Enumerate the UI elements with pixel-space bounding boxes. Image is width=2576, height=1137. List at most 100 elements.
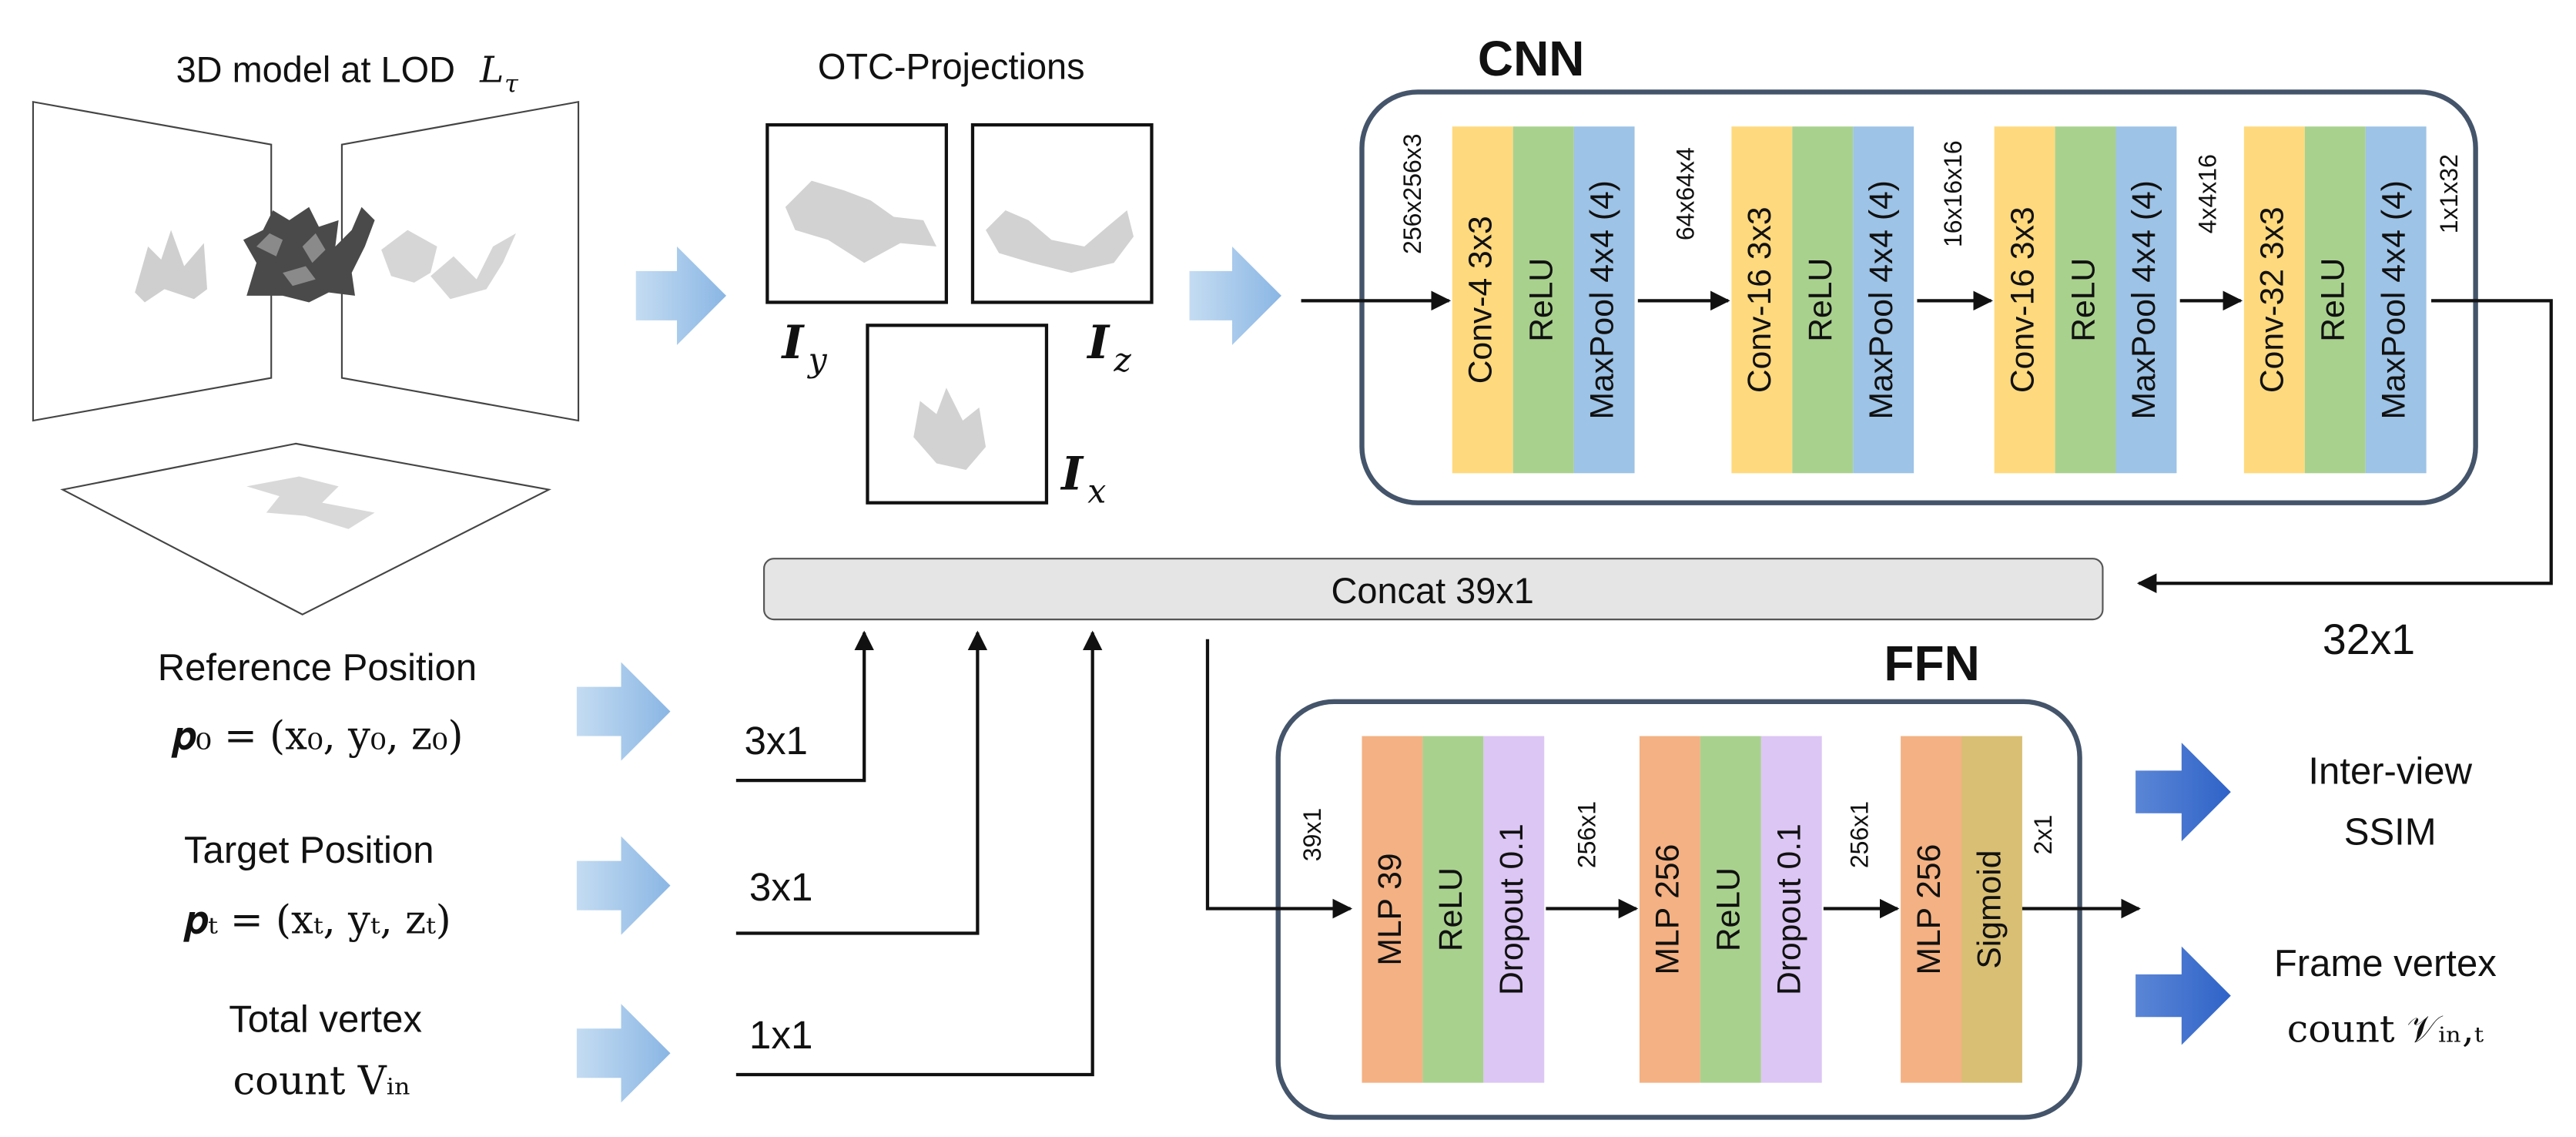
label-ix-sub: x	[1087, 473, 1106, 511]
ffn-title: FFN	[1884, 636, 1979, 691]
output-vertex-line2: count 𝒱ᵢₙ,ₜ	[2287, 1006, 2484, 1051]
ref-connector	[735, 630, 874, 783]
label-iz: I	[1086, 316, 1110, 370]
projection-frame-z	[970, 122, 1154, 304]
label-iy: I	[781, 316, 806, 370]
input-arrow-ref	[576, 662, 671, 761]
lod-subscript: τ	[504, 69, 519, 98]
dragon-shadow-right	[381, 230, 517, 300]
ffn-mlp-layer-2	[1639, 736, 1700, 1083]
cnn-conv-label-4: Conv-32 3x3	[2254, 206, 2291, 393]
cnn-pool-layer-3	[2115, 126, 2177, 474]
vertex-count-title: Total vertex	[229, 998, 422, 1040]
output-arrow-ssim	[2136, 743, 2231, 842]
projection-image-y	[785, 180, 937, 263]
cnn-act-label-1: ReLU	[1522, 258, 1559, 342]
cnn-conv-label-3: Conv-16 3x3	[2004, 206, 2041, 393]
cnn-conv-label-1: Conv-4 3x3	[1462, 216, 1499, 384]
vertex-dim: 1x1	[749, 1013, 813, 1057]
label-ix: I	[1060, 448, 1084, 501]
input-arrow-vertex	[576, 1004, 671, 1103]
cnn-act-label-3: ReLU	[2065, 258, 2102, 342]
ffn-act-label-3: Sigmoid	[1971, 850, 2008, 969]
target-position-formula: 𝒑ₜ = (xₜ, yₜ, zₜ)	[183, 897, 451, 944]
output-ssim-line2: SSIM	[2344, 811, 2437, 853]
label-iy-sub: y	[807, 341, 828, 380]
cnn-title: CNN	[1478, 31, 1585, 86]
cnn-act-layer-3	[2055, 126, 2116, 474]
ffn-act-label-1: ReLU	[1432, 867, 1469, 951]
output-arrow-vertex	[2136, 946, 2231, 1045]
target-connector	[735, 630, 988, 935]
ref-position-title: Reference Position	[158, 647, 477, 689]
ffn-act-layer-3	[1961, 736, 2022, 1083]
cnn-pool-layer-2	[1853, 126, 1914, 474]
cnn-pool-label-4: MaxPool 4x4 (4)	[2375, 180, 2412, 419]
ffn-dim-label-3: 256x1	[1845, 801, 1873, 868]
cnn-act-layer-2	[1792, 126, 1854, 474]
cnn-block	[1359, 89, 2478, 505]
flow-arrow-model-to-otc	[635, 246, 727, 345]
cnn-output-dim: 32x1	[2323, 615, 2415, 663]
dragon-shadow-floor	[246, 476, 375, 529]
concat-to-ffn-connector	[1205, 639, 1353, 919]
cnn-dim-label-3: 16x16x16	[1939, 140, 1967, 247]
ffn-last-layer-1	[1483, 736, 1545, 1083]
cnn-conv-layer-4	[2243, 126, 2305, 474]
label-iz-sub: z	[1113, 341, 1131, 380]
cnn-act-layer-4	[2304, 126, 2366, 474]
cnn-act-label-2: ReLU	[1802, 258, 1839, 342]
projection-planes	[32, 100, 580, 615]
target-dim: 3x1	[749, 865, 813, 909]
flow-arrow-otc-to-cnn	[1189, 246, 1281, 345]
ffn-dim-label-2: 256x1	[1573, 801, 1600, 868]
ffn-act-label-2: ReLU	[1710, 867, 1747, 951]
cnn-dim-label-5: 1x1x32	[2435, 154, 2463, 233]
ref-position-formula: 𝒑₀ = (x₀, y₀, z₀)	[171, 713, 463, 760]
cnn-pool-label-3: MaxPool 4x4 (4)	[2125, 180, 2162, 419]
dragon-3d-model-icon	[243, 206, 375, 303]
vertex-count-formula: count Vᵢₙ	[233, 1058, 411, 1105]
ffn-dim-label-1: 39x1	[1298, 808, 1326, 861]
cnn-output-connector	[2136, 299, 2553, 593]
concat-label: Concat 39x1	[1332, 571, 1534, 611]
ffn-last-label-1: Dropout 0.1	[1493, 823, 1530, 995]
cnn-act-layer-1	[1512, 126, 1574, 474]
input-arrow-target	[576, 836, 671, 935]
cnn-dim-label-2: 64x64x4	[1671, 147, 1699, 240]
ffn-mlp-label-2: MLP 256	[1650, 844, 1687, 975]
cnn-pool-layer-1	[1573, 126, 1635, 474]
cnn-act-label-4: ReLU	[2315, 258, 2352, 342]
target-position-title: Target Position	[184, 830, 434, 871]
output-vertex-line1: Frame vertex	[2274, 943, 2497, 984]
ffn-act-layer-1	[1422, 736, 1484, 1083]
ffn-mlp-layer-3	[1901, 736, 1962, 1083]
ffn-act-layer-2	[1700, 736, 1761, 1083]
output-ssim-line1: Inter-view	[2308, 750, 2472, 792]
cnn-pool-label-2: MaxPool 4x4 (4)	[1863, 180, 1900, 419]
cnn-conv-layer-3	[1994, 126, 2055, 474]
dragon-shadow-left	[135, 230, 208, 303]
cnn-conv-label-2: Conv-16 3x3	[1741, 206, 1778, 393]
cnn-pool-label-1: MaxPool 4x4 (4)	[1583, 180, 1620, 419]
vertex-connector	[735, 630, 1103, 1077]
ffn-mlp-label-1: MLP 39	[1372, 853, 1409, 965]
cnn-conv-layer-1	[1452, 126, 1513, 474]
ffn-last-layer-2	[1760, 736, 1822, 1083]
projection-image-x	[913, 387, 987, 471]
cnn-conv-layer-2	[1731, 126, 1793, 474]
otc-title: OTC-Projections	[818, 46, 1085, 86]
cnn-dim-label-4: 4x4x16	[2194, 154, 2222, 233]
ffn-last-label-2: Dropout 0.1	[1771, 823, 1808, 995]
model-title: 3D model at LOD	[176, 50, 455, 90]
ref-dim: 3x1	[744, 719, 808, 763]
lod-symbol: L	[479, 49, 504, 92]
ffn-mlp-label-3: MLP 256	[1911, 844, 1948, 975]
cnn-pool-layer-4	[2365, 126, 2427, 474]
concat-bar	[763, 558, 2104, 621]
ffn-dim-label-4: 2x1	[2029, 815, 2057, 855]
cnn-dim-label-1: 256x256x3	[1399, 133, 1426, 254]
ffn-mlp-layer-1	[1362, 736, 1423, 1083]
